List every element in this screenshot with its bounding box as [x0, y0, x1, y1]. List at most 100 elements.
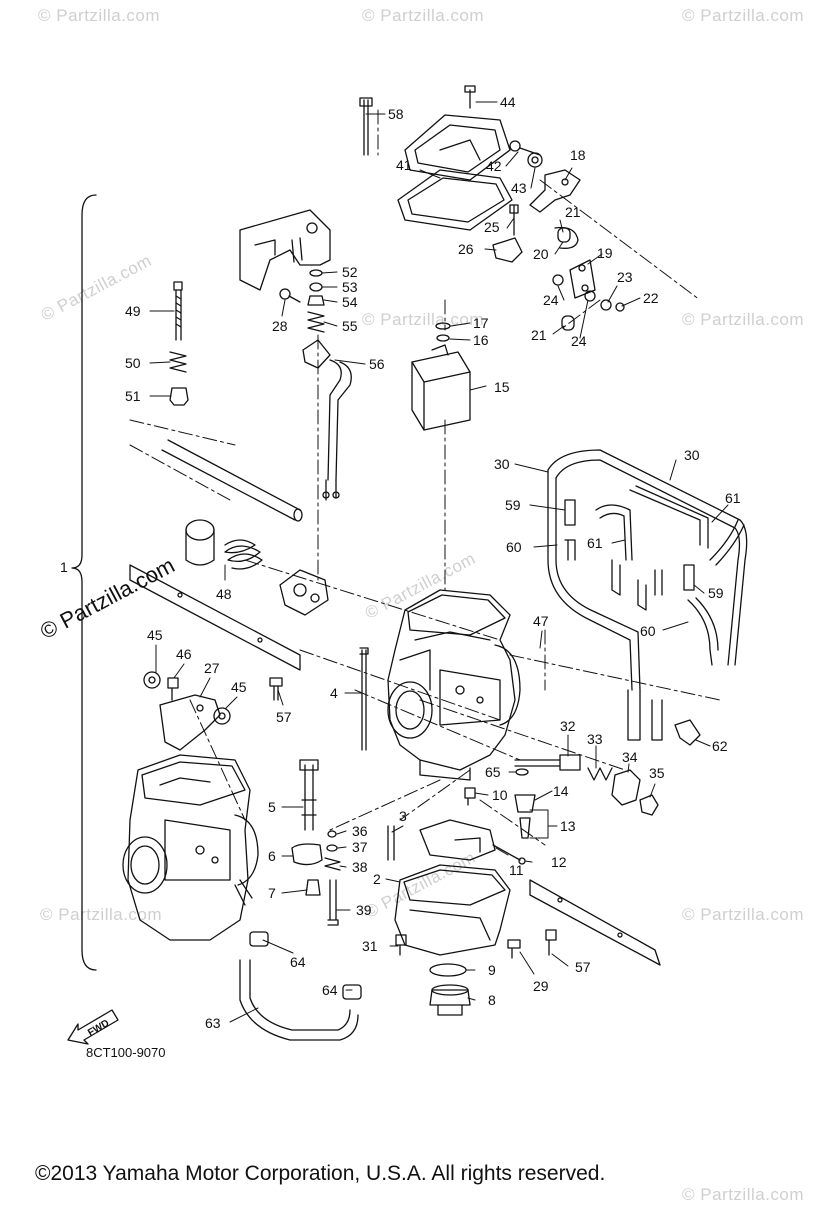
screw-28: [279, 288, 301, 303]
needle-13: [519, 817, 531, 839]
callout-26: 26: [458, 241, 474, 257]
callout-41: 41: [396, 157, 412, 173]
callout-15: 15: [494, 379, 510, 395]
shaft-rod: [161, 439, 303, 522]
oring-17: [435, 322, 451, 330]
clip-64a: [249, 931, 269, 947]
callout-56: 56: [369, 356, 385, 372]
callout-19: 19: [597, 245, 613, 261]
callout-61: 61: [725, 490, 741, 506]
callout-64: 64: [290, 954, 306, 970]
collar-21: [557, 227, 571, 243]
jet-7: [305, 879, 321, 896]
throttle-valve: [279, 569, 329, 616]
holder-6: [291, 843, 323, 866]
callout-4: 4: [330, 685, 338, 701]
callout-28: 28: [272, 318, 288, 334]
callout-7: 7: [268, 885, 276, 901]
gasket-9: [429, 963, 467, 977]
watermark: © Partzilla.com: [682, 1185, 805, 1204]
spring-38: [324, 857, 341, 871]
lever-18: [529, 169, 581, 213]
reference-lines: [129, 109, 721, 846]
callout-62: 62: [712, 738, 728, 754]
callout-8: 8: [488, 992, 496, 1008]
callout-31: 31: [362, 938, 378, 954]
spring-50: [169, 351, 187, 373]
callout-14: 14: [553, 783, 569, 799]
callout-16: 16: [473, 332, 489, 348]
callout-63: 63: [205, 1015, 221, 1031]
callout-33: 33: [587, 731, 603, 747]
watermark: © Partzilla.com: [40, 905, 163, 924]
nut-54: [307, 295, 325, 306]
watermark: © Partzilla.com: [362, 310, 485, 329]
collar-43: [527, 152, 543, 168]
watermark: © Partzilla.com: [362, 6, 485, 25]
link-19: [569, 259, 596, 299]
callout-55: 55: [342, 318, 358, 334]
spring-48: [224, 539, 263, 570]
callout-37: 37: [352, 839, 368, 855]
spring-33: [587, 767, 613, 781]
cover-gasket: [397, 169, 513, 231]
spring-55: [307, 311, 325, 333]
callout-43: 43: [511, 180, 527, 196]
cable-56: [302, 339, 352, 501]
catalog-code: 8CT100-9070: [86, 1045, 166, 1060]
bracket-26: [492, 204, 523, 263]
bracket-27: [159, 694, 221, 751]
callout-42: 42: [486, 158, 502, 174]
oring-36: [327, 830, 337, 838]
top-cover: [404, 114, 511, 181]
callout-57: 57: [276, 709, 292, 725]
callout-6: 6: [268, 848, 276, 864]
callout-23: 23: [617, 269, 633, 285]
callout-59: 59: [505, 497, 521, 513]
stay-plate: [529, 879, 661, 966]
callout-18: 18: [570, 147, 586, 163]
carburetor-right: [387, 589, 521, 781]
fwd-arrow-icon: FWD: [67, 1009, 119, 1045]
washer-16: [436, 334, 450, 342]
callout-20: 20: [533, 246, 549, 262]
callout-59: 59: [708, 585, 724, 601]
watermark: © Partzilla.com: [682, 310, 805, 329]
callout-48: 48: [216, 586, 232, 602]
callout-30: 30: [684, 447, 700, 463]
washer-23: [600, 299, 612, 311]
washer-45b: [213, 707, 231, 725]
callout-61: 61: [587, 535, 603, 551]
washer-37: [326, 844, 338, 852]
callout-35: 35: [649, 765, 665, 781]
screw-58: [359, 97, 373, 156]
callout-53: 53: [342, 279, 358, 295]
hose-63: [239, 959, 359, 1041]
callout-1: 1: [60, 559, 68, 575]
clip-62: [674, 719, 701, 746]
leader-lines: [149, 101, 729, 1023]
copyright-notice: ©2013 Yamaha Motor Corporation, U.S.A. A…: [35, 1162, 606, 1185]
screw-46: [167, 677, 179, 701]
cover-screw: [464, 85, 476, 109]
cap-51: [169, 387, 189, 406]
washer-45b-hole: [218, 712, 226, 720]
callout-65: 65: [485, 764, 501, 780]
callout-24: 24: [543, 292, 559, 308]
washer-52: [309, 269, 323, 277]
callout-49: 49: [125, 303, 141, 319]
washer-45a-hole: [148, 676, 156, 684]
needle-jet-5: [299, 759, 319, 831]
sensor-15: [411, 344, 471, 431]
washer-53: [309, 282, 323, 292]
needle-11: [492, 844, 521, 861]
cap-34: [611, 769, 641, 806]
collar-21b: [561, 315, 575, 331]
washer-45a: [143, 671, 161, 689]
callout-52: 52: [342, 264, 358, 280]
callout-64: 64: [322, 982, 338, 998]
clip-64b: [342, 984, 362, 1000]
watermark: © Partzilla.com: [38, 6, 161, 25]
